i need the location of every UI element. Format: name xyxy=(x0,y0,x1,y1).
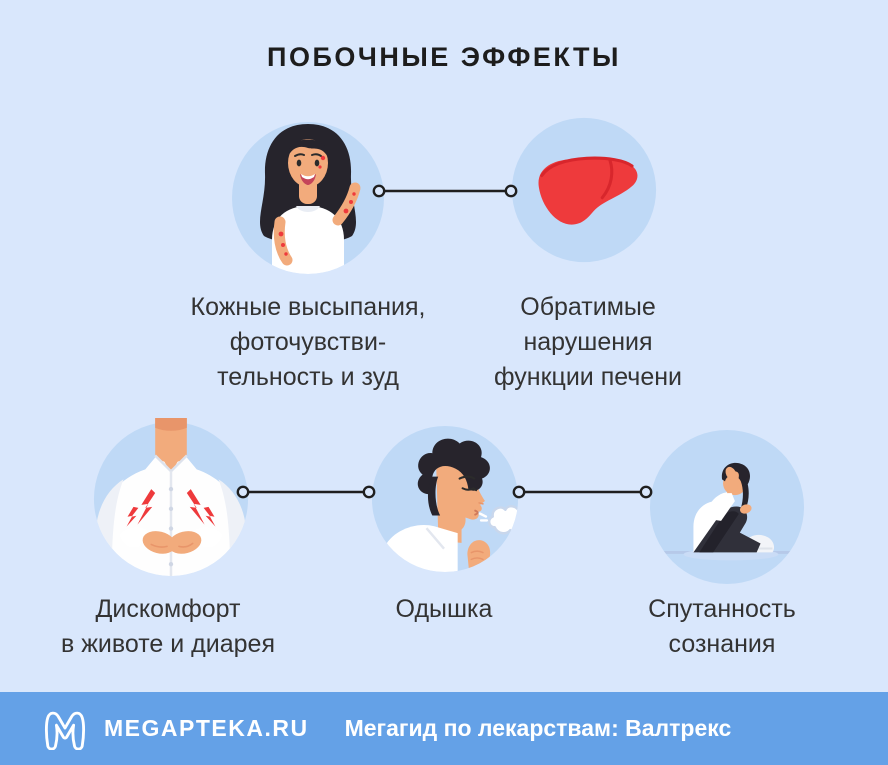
footer-bar: MEGAPTEKA.RU Мегагид по лекарствам: Валт… xyxy=(0,692,888,765)
confused-person-illustration xyxy=(649,429,805,585)
liver-illustration xyxy=(511,117,657,263)
brand-name: MEGAPTEKA.RU xyxy=(104,715,309,741)
woman-skin-rash-illustration xyxy=(232,122,384,274)
abdominal-pain-illustration xyxy=(91,417,251,577)
footer-caption: Мегагид по лекарствам: Валтрекс xyxy=(344,715,732,741)
connector-line xyxy=(512,485,653,499)
effect-label: Дискомфорт в животе и диарея xyxy=(60,595,275,658)
connector-line xyxy=(372,184,518,198)
megapteka-logo-icon xyxy=(44,711,86,750)
connector-line xyxy=(236,485,376,499)
effect-label: Обратимые нарушения функции печени xyxy=(493,293,683,391)
page-title: ПОБОЧНЫЕ ЭФФЕКТЫ xyxy=(267,42,621,72)
effect-label: Спутанность сознания xyxy=(648,595,796,658)
effect-label: Одышка xyxy=(395,595,493,623)
shortness-of-breath-illustration xyxy=(371,425,519,573)
effect-label: Кожные высыпания, фоточувстви- тельность… xyxy=(190,293,426,391)
